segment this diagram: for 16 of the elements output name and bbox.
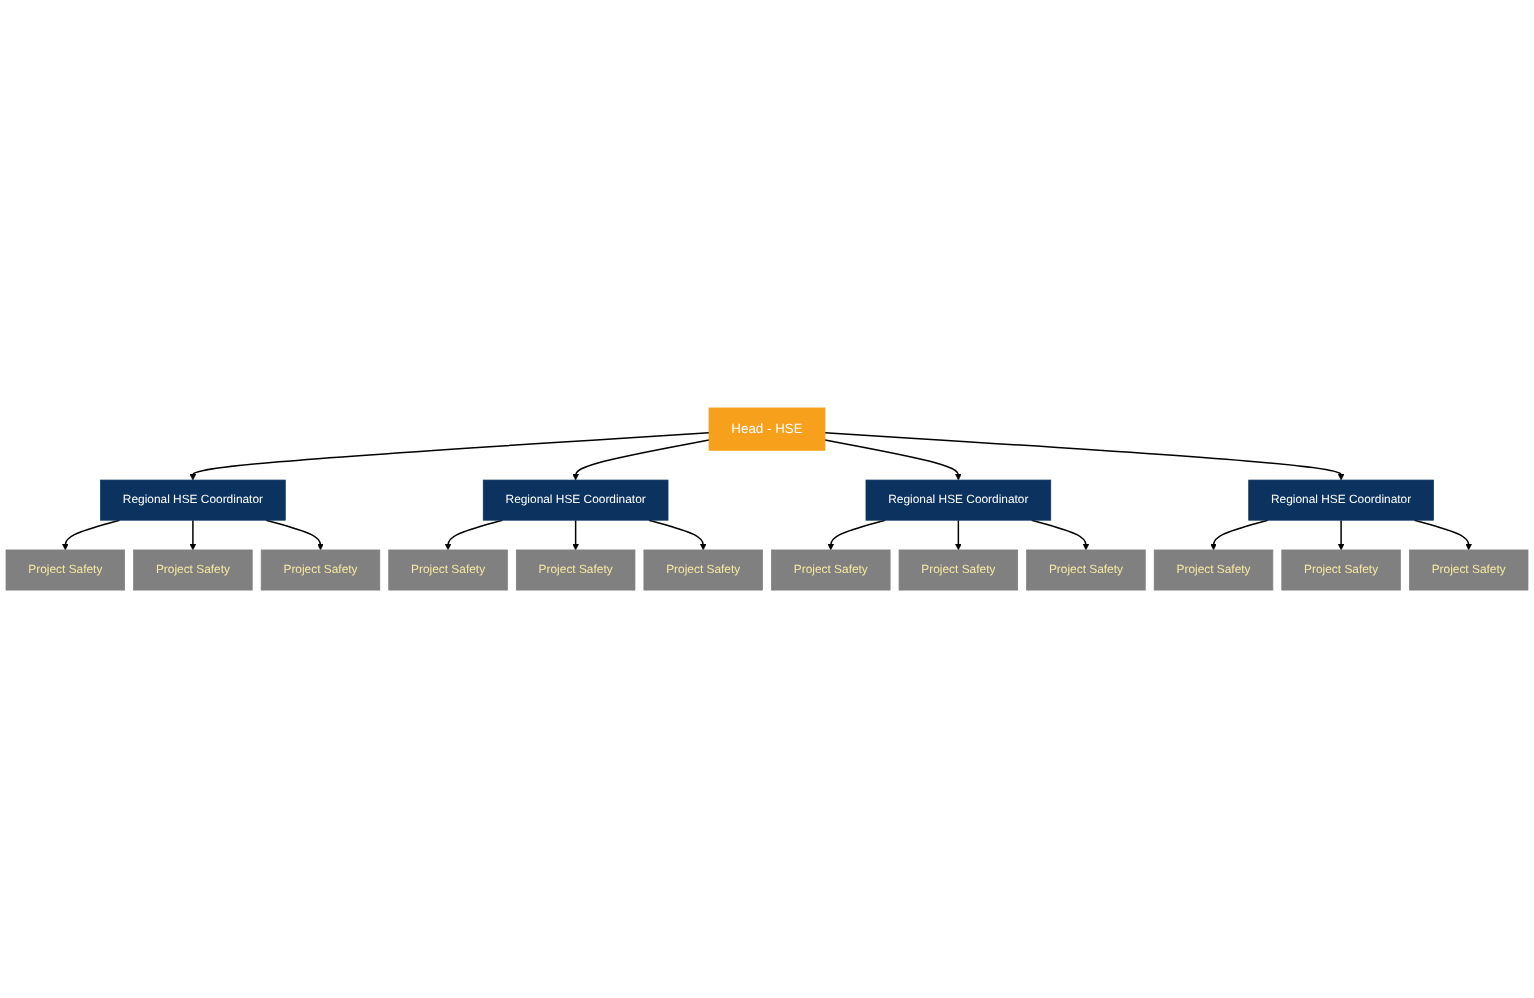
arrow	[1030, 519, 1090, 551]
arrow	[572, 519, 579, 551]
arrow	[572, 439, 710, 481]
arrow	[189, 432, 710, 481]
arrow	[189, 519, 197, 551]
arrow	[648, 519, 707, 551]
arrow	[955, 519, 962, 551]
arrow	[444, 519, 504, 551]
arrow	[62, 519, 121, 551]
arrow	[1210, 519, 1269, 551]
arrow	[1413, 519, 1472, 551]
arrow	[824, 432, 1345, 481]
arrow	[265, 519, 324, 551]
arrow	[1337, 519, 1345, 551]
arrow	[824, 439, 962, 481]
arrow	[827, 519, 886, 551]
